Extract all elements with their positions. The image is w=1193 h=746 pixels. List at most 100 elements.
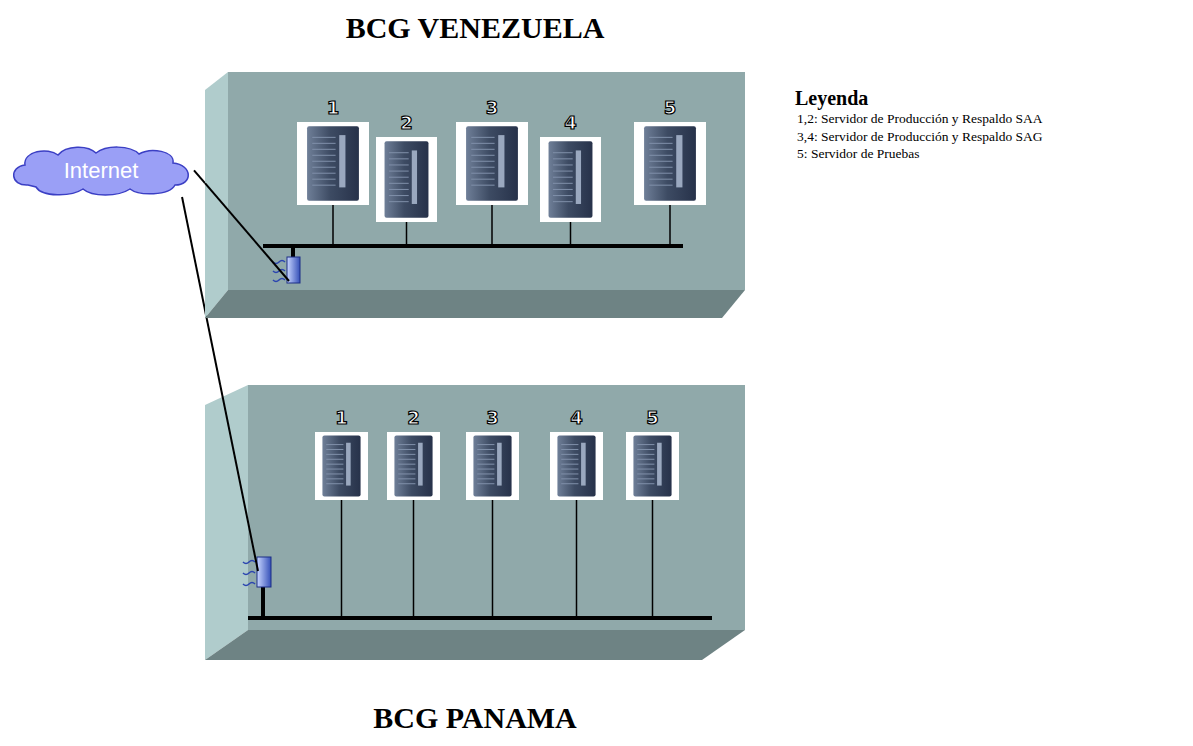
server-grille <box>561 469 578 470</box>
server-grille <box>398 473 415 474</box>
server-grille <box>312 173 335 174</box>
server-grille <box>312 149 335 150</box>
server-grille <box>471 155 494 156</box>
server-grille <box>649 155 672 156</box>
server-grille <box>637 478 654 479</box>
server-icon <box>456 122 528 205</box>
server-grille <box>389 189 409 190</box>
server-node: 3 <box>466 404 519 500</box>
server-grille <box>561 454 578 455</box>
bus-drop <box>491 205 493 246</box>
server-grille <box>326 449 343 450</box>
server-grille <box>637 454 654 455</box>
legend-box: Leyenda1,2: Servidor de Producción y Res… <box>795 86 1043 163</box>
server-icon <box>540 137 601 222</box>
server-grille <box>553 158 573 159</box>
slab-side <box>205 385 248 660</box>
server-grille <box>471 149 494 150</box>
server-grille <box>398 449 415 450</box>
callout-number: 2 <box>387 404 440 432</box>
server-grille <box>389 152 409 153</box>
server-node: 1 <box>315 404 368 500</box>
slab-bottom <box>205 290 745 318</box>
server-tower <box>644 126 696 201</box>
server-grille <box>637 464 654 465</box>
server-grille <box>312 167 335 168</box>
server-node: 4 <box>550 404 603 500</box>
server-grille <box>312 185 335 186</box>
server-grille <box>471 173 494 174</box>
callout-number: 2 <box>376 109 437 137</box>
server-grille <box>561 459 578 460</box>
server-node: 5 <box>626 404 679 500</box>
server-panel <box>418 443 423 486</box>
server-grille <box>471 143 494 144</box>
site-panel: BCG PANAMA12345 <box>205 385 745 660</box>
site-heading: BCG VENEZUELA <box>205 10 745 46</box>
server-frame <box>634 122 706 205</box>
server-frame <box>540 137 601 222</box>
server-grille <box>398 464 415 465</box>
server-grille <box>477 449 494 450</box>
server-icon <box>550 432 603 500</box>
bus-drop <box>413 500 415 618</box>
server-grille <box>326 444 343 445</box>
server-grille <box>471 185 494 186</box>
server-grille <box>398 483 415 484</box>
server-node: 3 <box>456 94 528 205</box>
server-grille <box>477 459 494 460</box>
server-tower <box>549 141 593 218</box>
callout-number: 3 <box>456 94 528 122</box>
server-grille <box>553 152 573 153</box>
legend-entry: 1,2: Servidor de Producción y Respaldo S… <box>795 110 1043 128</box>
bus-drop <box>652 500 654 618</box>
server-frame <box>315 432 368 500</box>
server-grille <box>312 161 335 162</box>
site-heading: BCG PANAMA <box>205 700 745 736</box>
legend-entry: 3,4: Servidor de Producción y Respaldo S… <box>795 128 1043 146</box>
link-inner <box>205 183 289 281</box>
cloud-node: Internet <box>8 145 194 197</box>
bus-drop <box>669 205 671 246</box>
server-frame <box>297 122 369 205</box>
server-grille <box>649 161 672 162</box>
slab-front <box>228 72 745 290</box>
server-grille <box>312 179 335 180</box>
server-node: 4 <box>540 109 601 222</box>
server-panel <box>497 443 502 486</box>
callout-number: 1 <box>315 404 368 432</box>
server-grille <box>471 179 494 180</box>
server-grille <box>561 449 578 450</box>
firewall-wall <box>257 557 271 587</box>
server-grille <box>649 143 672 144</box>
server-grille <box>312 155 335 156</box>
server-grille <box>649 185 672 186</box>
server-grille <box>561 483 578 484</box>
server-panel <box>676 135 682 187</box>
server-tower <box>322 435 360 496</box>
server-icon <box>466 432 519 500</box>
server-grille <box>561 478 578 479</box>
server-grille <box>398 469 415 470</box>
link-inner <box>220 385 258 571</box>
server-grille <box>553 171 573 172</box>
server-tower <box>557 435 595 496</box>
server-grille <box>477 464 494 465</box>
server-grille <box>398 459 415 460</box>
callout-number: 4 <box>540 109 601 137</box>
legend-entry: 5: Servidor de Pruebas <box>795 145 1043 163</box>
server-grille <box>553 164 573 165</box>
server-icon <box>626 432 679 500</box>
server-grille <box>477 444 494 445</box>
server-grille <box>389 171 409 172</box>
server-grille <box>637 449 654 450</box>
firewall-wall <box>287 257 300 283</box>
server-node: 2 <box>376 109 437 222</box>
server-grille <box>477 454 494 455</box>
server-grille <box>649 149 672 150</box>
server-frame <box>387 432 440 500</box>
server-grille <box>471 137 494 138</box>
server-grille <box>637 444 654 445</box>
bus-drop <box>570 222 572 246</box>
server-grille <box>389 201 409 202</box>
